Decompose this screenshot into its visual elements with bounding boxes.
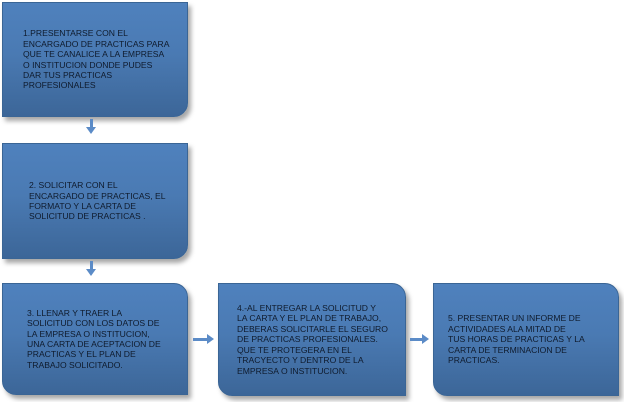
arrow-1-to-2-head [86,127,96,134]
arrow-2-to-3-head [86,269,96,276]
step-5-box: 5. PRESENTAR UN INFORME DE ACTIVIDADES A… [433,283,619,396]
step-5-text: 5. PRESENTAR UN INFORME DE ACTIVIDADES A… [448,313,585,366]
step-2-box: 2. SOLICITAR CON EL ENCARGADO DE PRACTIC… [2,143,188,259]
step-4-box: 4.-AL ENTREGAR LA SOLICITUD Y LA CARTA Y… [218,283,406,396]
arrow-4-to-5-line [410,338,422,341]
arrow-3-to-4-line [193,338,207,341]
step-2-text: 2. SOLICITAR CON EL ENCARGADO DE PRACTIC… [29,180,166,222]
step-1-box: 1.PRESENTARSE CON EL ENCARGADO DE PRACTI… [2,2,188,117]
arrow-3-to-4-head [207,334,214,344]
step-3-box: 3. LLENAR Y TRAER LA SOLICITUD CON LOS D… [2,283,188,395]
arrow-2-to-3-line [90,261,93,269]
step-3-text: 3. LLENAR Y TRAER LA SOLICITUD CON LOS D… [27,307,161,370]
arrow-1-to-2-line [90,119,93,127]
step-1-text: 1.PRESENTARSE CON EL ENCARGADO DE PRACTI… [23,28,170,91]
arrow-4-to-5-head [422,334,429,344]
step-4-text: 4.-AL ENTREGAR LA SOLICITUD Y LA CARTA Y… [237,303,388,376]
